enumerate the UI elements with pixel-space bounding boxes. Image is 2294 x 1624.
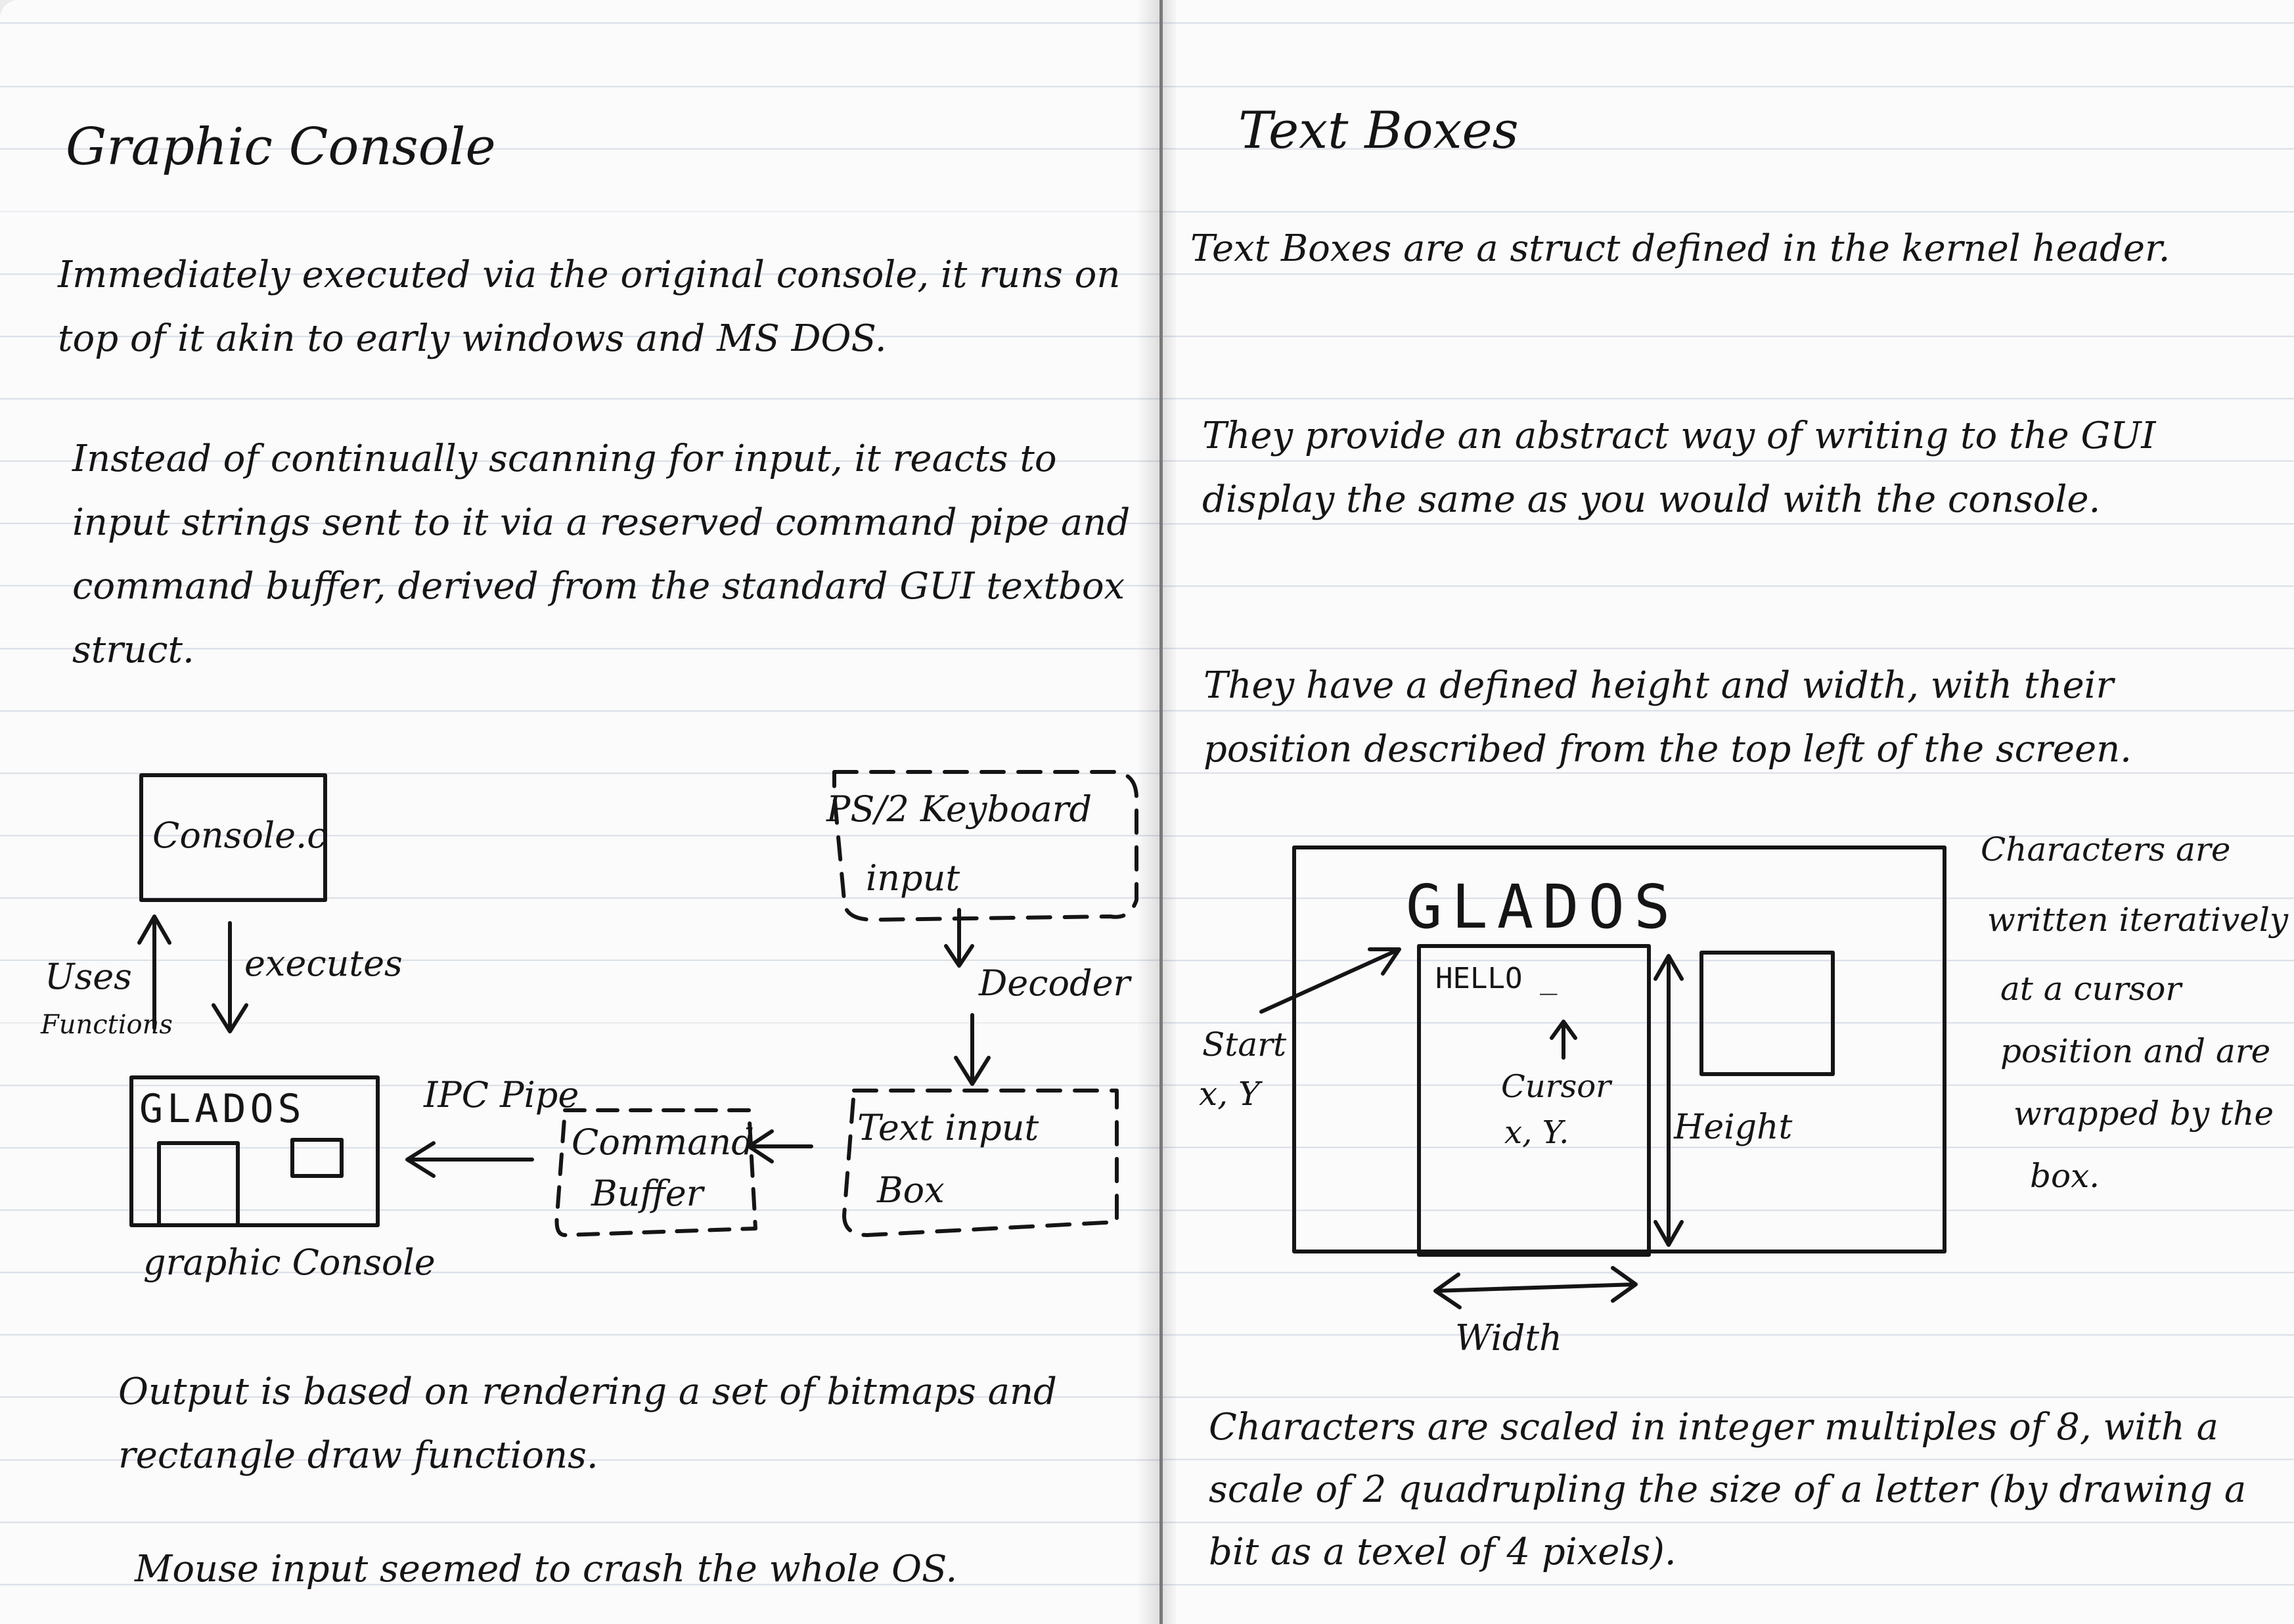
glados-label-left: GLADOS [139,1086,305,1132]
text-box-outline [1417,944,1651,1257]
screen-outline [1292,846,1946,1253]
command-buffer-dashed-box [554,1108,757,1237]
start-label-2: x, Y [1199,1075,1260,1113]
height-label: Height [1674,1108,1793,1147]
cursor-arrow [1550,1020,1577,1060]
keyboard-to-decoder-arrow [944,908,974,968]
width-arrow [1433,1266,1638,1309]
left-para-1: Immediately executed via the original co… [58,254,1121,360]
keyboard-label-1: PS/2 Keyboard [826,788,1092,830]
functions-label: Functions [41,1010,173,1040]
left-para-4: Mouse input seemed to crash the whole OS… [135,1548,958,1590]
uses-functions-arrow [137,914,171,1030]
side-note-line: Characters are [1981,830,2231,868]
decoder-to-textbox-arrow [954,1013,991,1086]
notebook-spine [1136,0,1176,1624]
right-page-title: Text Boxes [1238,101,1519,160]
console-c-box [139,773,327,902]
text-input-label-2: Box [877,1169,945,1211]
left-notebook-page [0,0,1159,1624]
ipc-pipe-arrow [405,1141,534,1178]
glados-label-right: GLADOS [1406,872,1680,942]
uses-label: Uses [45,956,132,997]
left-para-2: Instead of continually scanning for inpu… [72,438,1131,671]
cursor-label-2: x, Y. [1504,1114,1569,1151]
command-buffer-label-2: Buffer [591,1173,704,1214]
executes-arrow [212,921,248,1033]
side-note-line: written iteratively [1987,901,2289,939]
keyboard-dashed-box [832,770,1138,922]
left-page-title: Graphic Console [66,118,496,177]
right-notebook-page [1159,0,2294,1624]
graphic-console-window [129,1075,380,1227]
left-para-3: Output is based on rendering a set of bi… [118,1370,1057,1477]
hello-label: HELLO _ [1435,962,1558,995]
command-buffer-label-1: Command [572,1121,754,1163]
text-input-label-1: Text input [857,1107,1039,1148]
graphic-console-caption: graphic Console [143,1242,436,1283]
right-para-2: They provide an abstract way of writing … [1202,415,2156,521]
small-window-box [1699,951,1835,1076]
text-input-dashed-box [842,1089,1119,1237]
side-note-line: position and are [2000,1032,2271,1070]
start-arrow [1259,947,1401,1014]
side-note-line: wrapped by the [2013,1094,2274,1133]
start-label-1: Start [1202,1026,1287,1064]
decoder-label: Decoder [979,962,1131,1004]
right-para-4: Characters are scaled in integer multipl… [1209,1406,2247,1573]
console-c-label: Console.c [152,815,327,856]
keyboard-label-2: input [866,857,960,899]
width-label: Width [1455,1317,1562,1359]
side-note-line: box. [2030,1157,2100,1195]
right-para-1: Text Boxes are a struct defined in the k… [1190,227,2170,270]
executes-label: executes [244,943,403,984]
ipc-pipe-label: IPC Pipe [424,1074,579,1116]
textbox-to-buffer-arrow [747,1129,813,1163]
cursor-label-1: Cursor [1501,1068,1611,1105]
height-arrow [1653,954,1684,1247]
right-para-3: They have a defined height and width, wi… [1203,664,2132,771]
side-note-line: at a cursor [2000,970,2182,1008]
